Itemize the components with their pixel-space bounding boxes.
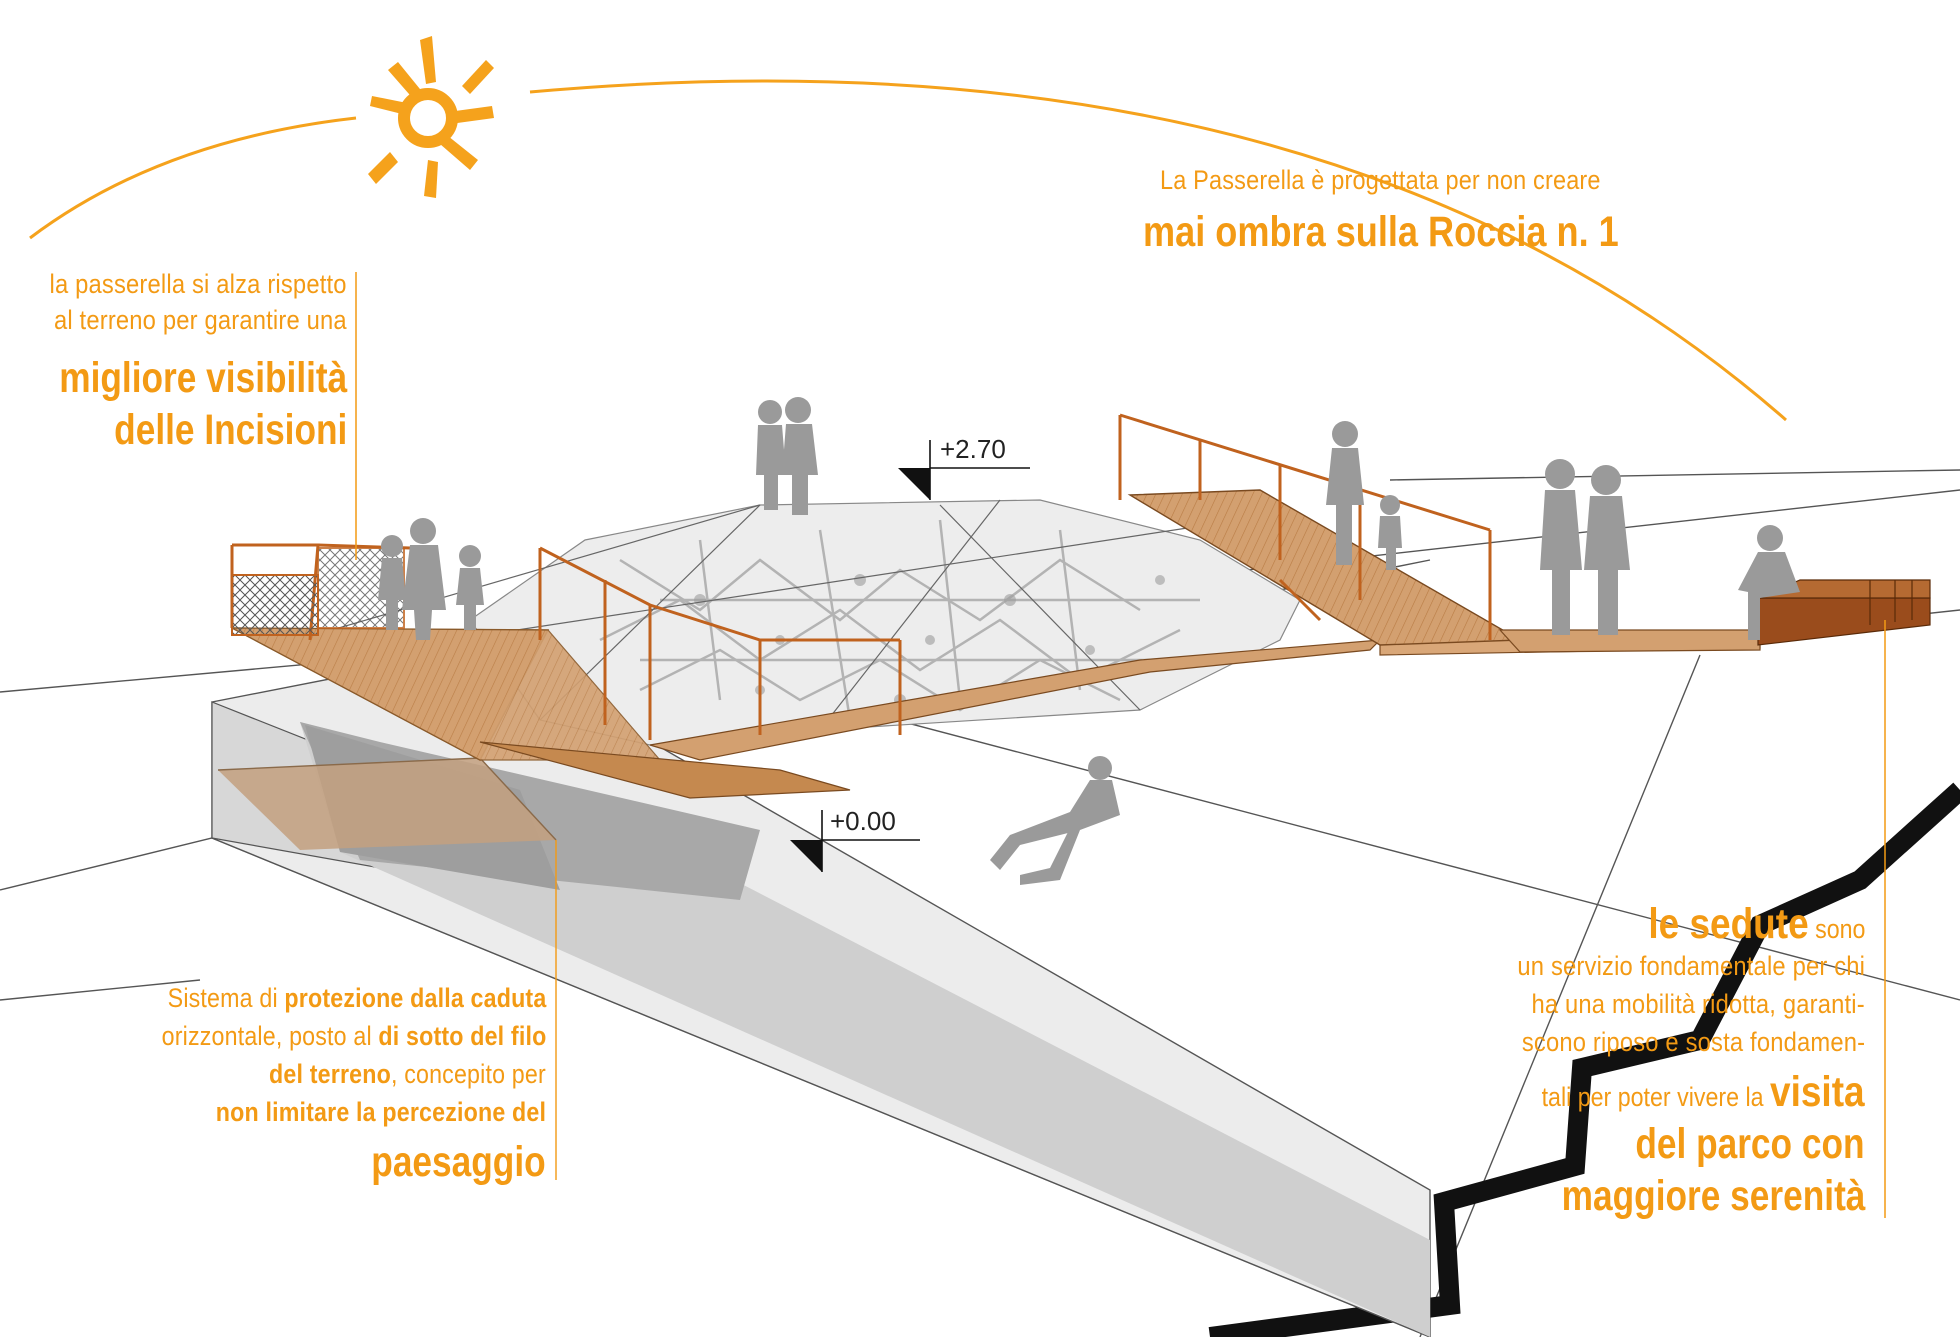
person [1378, 495, 1402, 570]
elevation-label-upper: +2.70 [940, 434, 1006, 464]
note-seating-line1: le sedute sono [1647, 900, 1865, 948]
people [378, 397, 1800, 885]
note-seating-line2: un servizio fondamentale per chi [1517, 951, 1865, 981]
person [378, 535, 406, 630]
sun-arc-left [29, 116, 357, 240]
note-protection-line2: orizzontale, posto al di sotto del filo [161, 1021, 546, 1051]
railing [230, 413, 1492, 740]
person [1326, 421, 1364, 565]
note-seating-line5: tali per poter vivere la visita [1541, 1068, 1865, 1116]
note-shadow-line2: mai ombra sulla Roccia n. 1 [1143, 208, 1619, 256]
person [1738, 525, 1800, 640]
retaining-wall [211, 647, 1431, 1337]
boardwalk [231, 489, 1761, 799]
note-visibility-line1: la passerella si alza rispetto [49, 269, 347, 299]
elevation-marker-upper [898, 440, 1030, 500]
person [1540, 459, 1582, 635]
person [402, 518, 446, 640]
person [756, 400, 786, 510]
note-visibility-line4: delle Incisioni [113, 406, 347, 454]
ground-section [1208, 782, 1960, 1337]
note-visibility-line2: al terreno per garantire una [54, 305, 347, 335]
person [990, 756, 1120, 885]
elevation-marker-lower [790, 810, 920, 872]
note-seating-line6: del parco con [1635, 1120, 1865, 1168]
sun-arc-right [529, 79, 1787, 422]
note-protection-line1: Sistema di protezione dalla caduta [167, 983, 546, 1013]
note-shadow-line1: La Passerella è progettata per non crear… [1160, 165, 1601, 195]
note-protection-line3: del terreno, concepito per [269, 1059, 546, 1089]
sun-icon [368, 36, 494, 198]
note-seating-line4: scono riposo e sosta fondamen- [1521, 1027, 1865, 1057]
person [1584, 465, 1630, 635]
elevation-label-lower: +0.00 [830, 806, 896, 836]
note-protection-line4: non limitare la percezione del [215, 1097, 546, 1127]
mesh-panel [231, 574, 319, 636]
person [782, 397, 818, 515]
person [456, 545, 484, 630]
note-visibility-line3: migliore visibilità [58, 354, 347, 402]
note-seating-line3: ha una mobilità ridotta, garanti- [1531, 989, 1865, 1019]
note-protection-line5: paesaggio [371, 1138, 546, 1186]
note-seating-line7: maggiore serenità [1561, 1172, 1865, 1220]
